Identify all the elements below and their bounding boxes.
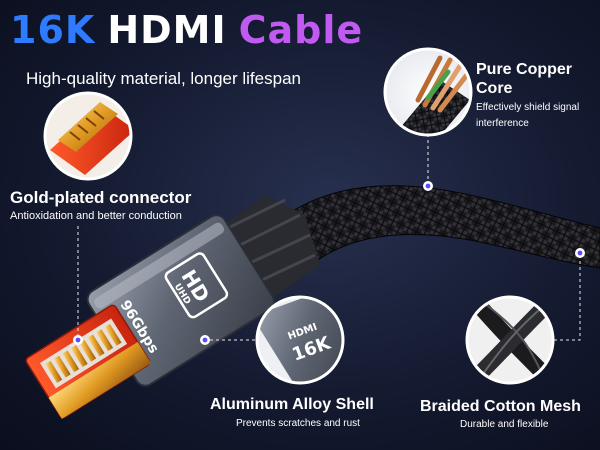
gold-connector-title: Gold-plated connector: [10, 188, 192, 207]
gold-connector-magnifier: [43, 91, 133, 181]
copper-core-title: Pure Copper Core: [476, 61, 573, 97]
gold-connector-desc: Antioxidation and better conduction: [10, 210, 182, 222]
braid-callout-line: [552, 255, 581, 341]
braided-mesh-magnifier: [465, 295, 555, 385]
aluminum-shell-title: Aluminum Alloy Shell: [210, 396, 374, 413]
uhd-badge: [164, 252, 229, 319]
copper-core-magnifier: [383, 47, 473, 137]
braided-mesh-desc: Durable and flexible: [460, 419, 549, 430]
gold-connector: [25, 304, 151, 419]
subtitle: High-quality material, longer lifespan: [26, 69, 301, 88]
copper-core-desc: Effectively shield signal interference: [476, 102, 580, 129]
strain-relief: [210, 195, 320, 300]
title-word-3: Cable: [238, 8, 364, 52]
cable-braid: [249, 185, 600, 286]
braided-mesh-title: Braided Cotton Mesh: [420, 398, 581, 415]
title-word-2: HDMI: [107, 8, 227, 52]
title-word-1: 16K: [10, 8, 96, 52]
aluminum-shell-desc: Prevents scratches and rust: [236, 418, 360, 429]
